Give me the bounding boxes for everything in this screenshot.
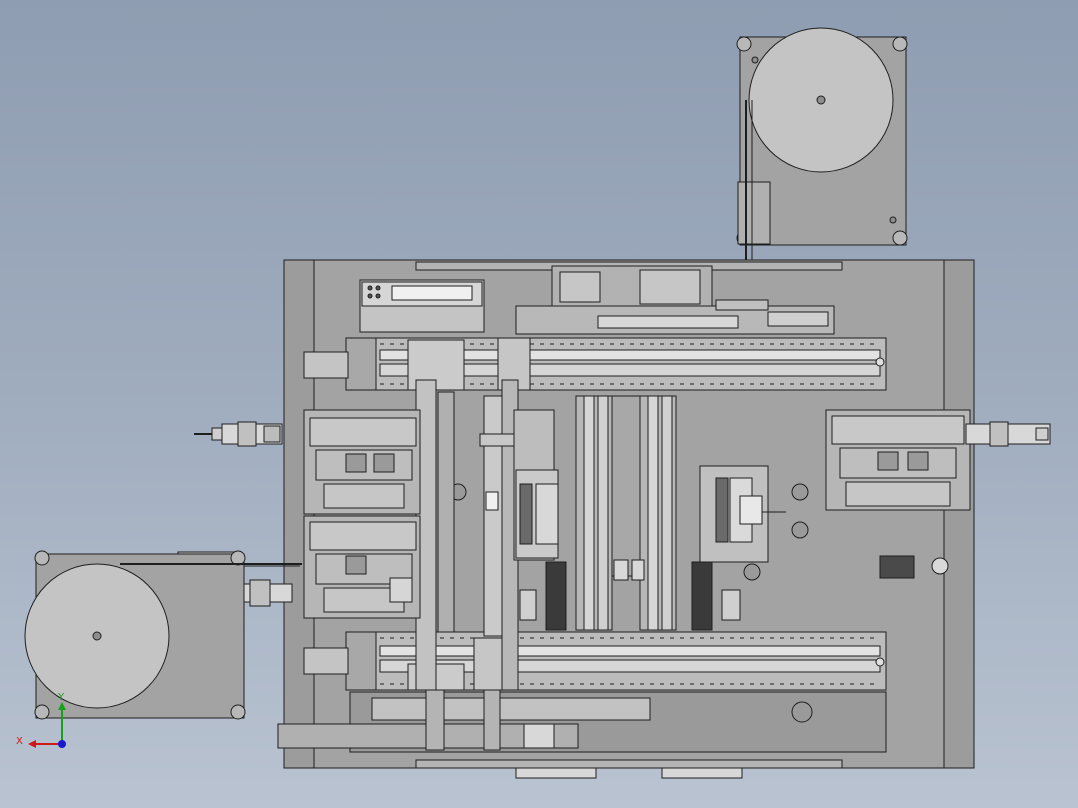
lower-linear-rail[interactable] xyxy=(303,631,887,691)
left-clamp-module[interactable] xyxy=(513,409,567,631)
right-station[interactable] xyxy=(825,409,971,511)
upper-linear-rail[interactable] xyxy=(303,337,887,391)
triad-y-label: Y xyxy=(57,692,65,703)
left-cylinder-upper[interactable] xyxy=(194,421,283,447)
reel-top-right[interactable] xyxy=(736,27,908,320)
reel-bottom-left[interactable] xyxy=(24,550,302,720)
left-station-lower[interactable] xyxy=(303,515,421,619)
right-cylinder[interactable] xyxy=(965,421,1051,447)
display-panel[interactable] xyxy=(359,279,485,333)
coordinate-triad: X Y xyxy=(16,692,66,748)
left-station-upper[interactable] xyxy=(303,409,421,515)
top-feeder-block[interactable] xyxy=(515,265,835,335)
center-slide-rails[interactable] xyxy=(575,395,677,631)
vertical-gantry[interactable] xyxy=(415,379,551,751)
triad-x-label: X xyxy=(16,736,23,747)
right-clamp-module[interactable] xyxy=(691,465,786,631)
